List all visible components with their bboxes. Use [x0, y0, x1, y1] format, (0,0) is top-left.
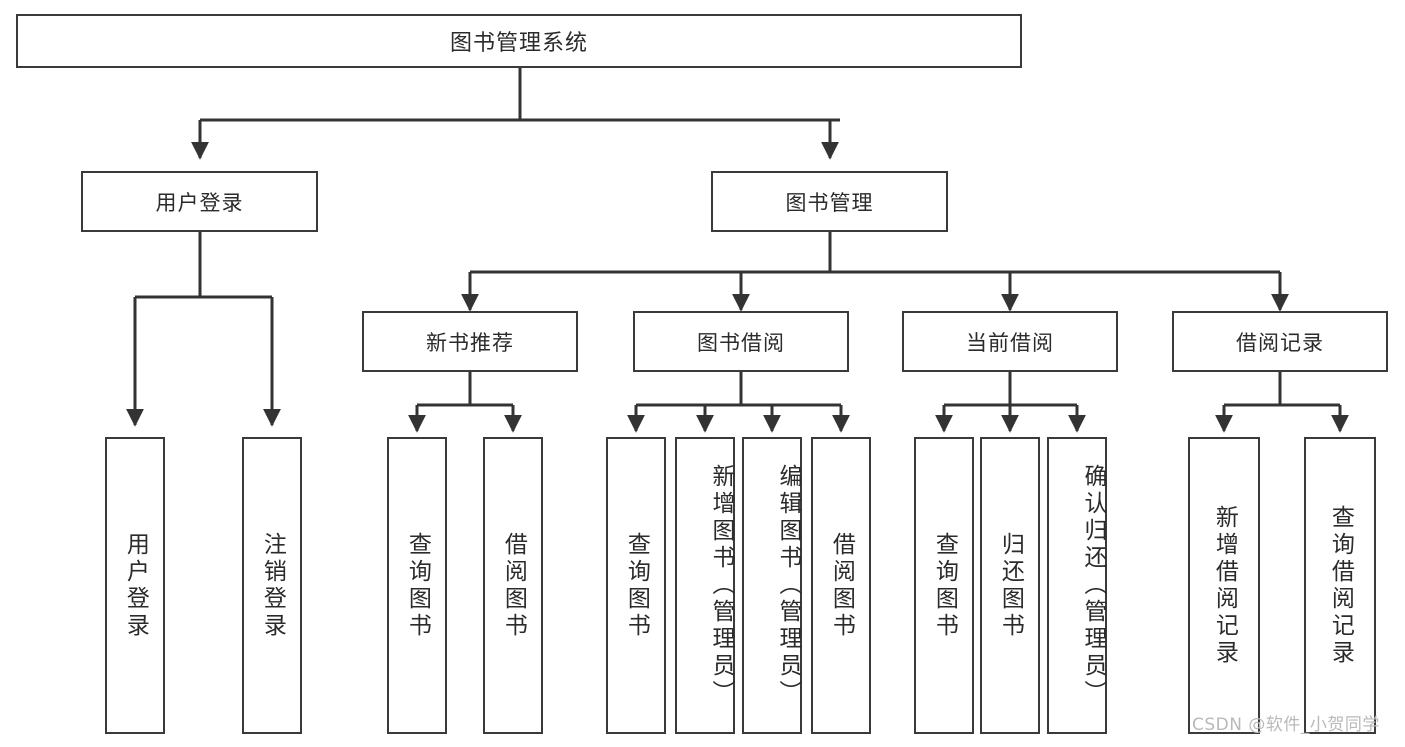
watermark-credit: CSDN @软件_小贺同学: [1192, 715, 1380, 735]
leaf-edit-book-admin[interactable]: 编辑图书（管理员）: [742, 437, 802, 734]
leaf-query-book-recommend[interactable]: 查询图书: [387, 437, 447, 734]
node-current-borrow[interactable]: 当前借阅: [902, 311, 1118, 372]
leaf-borrow-book[interactable]: 借阅图书: [811, 437, 871, 734]
node-root-system[interactable]: 图书管理系统: [16, 14, 1022, 68]
leaf-add-book-admin[interactable]: 新增图书（管理员）: [675, 437, 735, 734]
leaf-add-borrow-record[interactable]: 新增借阅记录: [1188, 437, 1260, 734]
leaf-query-book-current[interactable]: 查询图书: [914, 437, 974, 734]
node-book-management[interactable]: 图书管理: [711, 171, 948, 232]
node-new-book-recommend[interactable]: 新书推荐: [362, 311, 578, 372]
leaf-confirm-return-admin[interactable]: 确认归还（管理员）: [1047, 437, 1107, 734]
leaf-query-borrow-record[interactable]: 查询借阅记录: [1304, 437, 1376, 734]
leaf-borrow-book-recommend[interactable]: 借阅图书: [483, 437, 543, 734]
leaf-return-book[interactable]: 归还图书: [980, 437, 1040, 734]
node-borrow-record[interactable]: 借阅记录: [1172, 311, 1388, 372]
node-book-borrow[interactable]: 图书借阅: [633, 311, 849, 372]
leaf-logout-login[interactable]: 注销登录: [242, 437, 302, 734]
leaf-user-login[interactable]: 用户登录: [105, 437, 165, 734]
leaf-query-book-borrow[interactable]: 查询图书: [606, 437, 666, 734]
node-user-login[interactable]: 用户登录: [81, 171, 318, 232]
